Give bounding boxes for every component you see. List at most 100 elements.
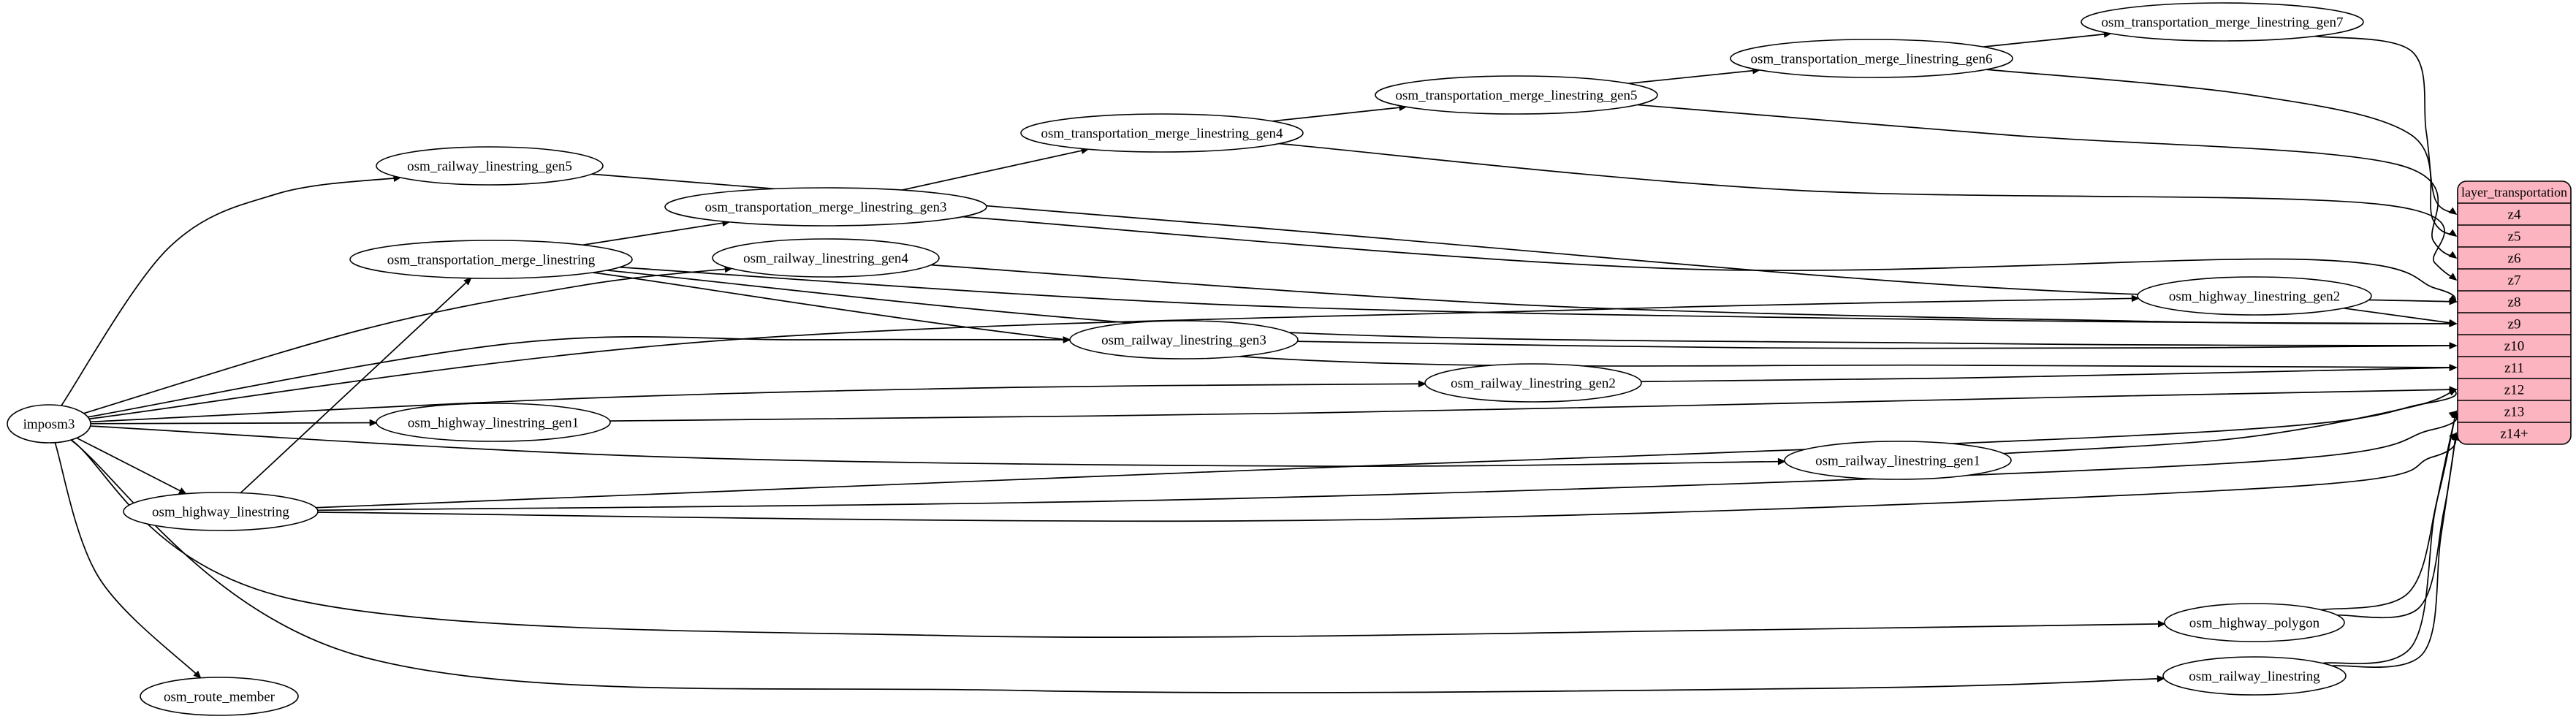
table-row-z14+: z14+: [2500, 427, 2528, 442]
node-shape-osm_railway_linestring_gen3: [1069, 320, 1299, 360]
graph-node-osm_railway_linestring_gen4: osm_railway_linestring_gen4: [712, 238, 940, 278]
edge-osm_transportation_merge_linestring_gen4-to-layer_transportation-z7: [1279, 142, 2458, 281]
graph-node-imposm3: imposm3: [7, 404, 91, 444]
node-shape-osm_transportation_merge_linestring_gen6: [1730, 39, 2013, 78]
table-row-z7: z7: [2508, 273, 2521, 289]
edge-imposm3-to-osm_railway_linestring_gen1: [90, 425, 1786, 467]
graph-node-osm_highway_linestring: osm_highway_linestring: [123, 492, 319, 531]
node-shape-osm_railway_linestring_gen4: [712, 238, 940, 278]
edge-osm_transportation_merge_linestring_gen6-to-osm_transportation_merge_linestring_gen7: [1983, 31, 2112, 47]
edge-osm_highway_linestring-to-layer_transportation-z13: [317, 410, 2458, 511]
edge-imposm3-to-osm_highway_polygon: [70, 439, 2166, 638]
table-row-z12: z12: [2504, 383, 2524, 398]
edge-osm_transportation_merge_linestring_gen3-to-osm_transportation_merge_linestring_gen4: [902, 147, 1090, 191]
edge-imposm3-to-osm_railway_linestring: [70, 439, 2165, 693]
edge-osm_highway_linestring_gen1-to-layer_transportation-z12: [609, 386, 2458, 422]
node-shape-osm_railway_linestring_gen1: [1784, 441, 2012, 480]
table-row-z13: z13: [2504, 405, 2524, 420]
table-row-z6: z6: [2508, 251, 2521, 267]
graph-node-osm_transportation_merge_linestring: osm_transportation_merge_linestring: [349, 240, 633, 279]
node-shape-osm_highway_polygon: [2164, 603, 2345, 642]
node-label-osm_railway_linestring_gen5: osm_railway_linestring_gen5: [407, 159, 572, 175]
node-shape-osm_highway_linestring_gen1: [376, 403, 611, 442]
graph-node-osm_highway_linestring_gen1: osm_highway_linestring_gen1: [376, 403, 611, 442]
node-label-osm_railway_linestring: osm_railway_linestring: [2189, 669, 2320, 685]
node-shape-osm_transportation_merge_linestring_gen5: [1375, 75, 1658, 115]
edge-osm_highway_polygon-to-layer_transportation-z14+: [2337, 432, 2459, 619]
graph-node-osm_railway_linestring_gen3: osm_railway_linestring_gen3: [1069, 320, 1299, 360]
node-label-osm_transportation_merge_linestring_gen6: osm_transportation_merge_linestring_gen6: [1750, 52, 1992, 67]
edge-osm_railway_linestring_gen1-to-layer_transportation-z12: [2003, 388, 2458, 454]
graph-node-osm_transportation_merge_linestring_gen5: osm_transportation_merge_linestring_gen5: [1375, 75, 1658, 115]
edge-osm_railway_linestring_gen2-to-layer_transportation-z11: [1641, 364, 2458, 383]
edge-osm_railway_linestring_gen3-to-layer_transportation-z10: [1297, 341, 2458, 349]
edge-osm_railway_linestring_gen4-to-layer_transportation-z9: [930, 264, 2458, 327]
graph-node-osm_railway_linestring_gen2: osm_railway_linestring_gen2: [1424, 363, 1642, 403]
node-label-osm_highway_linestring_gen1: osm_highway_linestring_gen1: [408, 416, 579, 431]
edge-osm_transportation_merge_linestring_gen5-to-osm_transportation_merge_linestring_gen6: [1628, 66, 1761, 85]
edge-osm_highway_linestring_gen2-to-layer_transportation-z9: [2343, 307, 2458, 327]
node-label-osm_route_member: osm_route_member: [164, 690, 276, 705]
edge-imposm3-to-osm_railway_linestring_gen3: [88, 336, 1071, 418]
edge-osm_highway_polygon-to-layer_transportation-z13: [2321, 410, 2458, 611]
graph-node-osm_transportation_merge_linestring_gen7: osm_transportation_merge_linestring_gen7: [2081, 2, 2364, 42]
edge-osm_railway_linestring-to-layer_transportation-z13: [2322, 410, 2458, 664]
table-row-z11: z11: [2504, 361, 2524, 376]
edge-imposm3-to-osm_highway_linestring_gen2: [88, 294, 2140, 420]
graph-node-osm_transportation_merge_linestring_gen4: osm_transportation_merge_linestring_gen4: [1020, 113, 1304, 153]
node-label-osm_transportation_merge_linestring_gen4: osm_transportation_merge_linestring_gen4: [1041, 126, 1283, 142]
node-shape-osm_transportation_merge_linestring_gen4: [1020, 113, 1304, 153]
node-shape-osm_transportation_merge_linestring_gen7: [2081, 2, 2364, 42]
node-shape-osm_transportation_merge_linestring_gen3: [664, 187, 987, 227]
edge-osm_transportation_merge_linestring_gen3-to-layer_transportation-z8: [962, 216, 2458, 303]
edge-imposm3-to-osm_railway_linestring_gen4: [83, 265, 733, 414]
graph-node-osm_transportation_merge_linestring_gen3: osm_transportation_merge_linestring_gen3: [664, 187, 987, 227]
table-title: layer_transportation: [2461, 185, 2567, 199]
node-label-osm_highway_linestring: osm_highway_linestring: [152, 505, 289, 520]
edge-imposm3-to-osm_route_member: [54, 442, 202, 679]
node-shape-osm_highway_linestring: [123, 492, 319, 531]
graph-node-osm_highway_linestring_gen2: osm_highway_linestring_gen2: [2137, 276, 2372, 316]
edge-osm_highway_linestring-to-layer_transportation-z12: [316, 389, 2458, 509]
layer-transportation-table: layer_transportation z4 z5 z6 z7 z8 z9 z10 z11 z1…: [2457, 180, 2572, 445]
node-label-osm_railway_linestring_gen4: osm_railway_linestring_gen4: [743, 251, 908, 267]
node-label-osm_transportation_merge_linestring_gen3: osm_transportation_merge_linestring_gen3: [704, 200, 946, 216]
node-label-osm_transportation_merge_linestring_gen5: osm_transportation_merge_linestring_gen5: [1395, 88, 1637, 104]
edge-imposm3-to-osm_railway_linestring_gen2: [90, 380, 1426, 423]
table-row-z4: z4: [2508, 208, 2521, 223]
node-shape-osm_highway_linestring_gen2: [2137, 276, 2372, 316]
graph-node-osm_railway_linestring_gen5: osm_railway_linestring_gen5: [376, 146, 604, 186]
node-label-imposm3: imposm3: [23, 417, 75, 433]
node-shape-osm_transportation_merge_linestring: [349, 240, 633, 279]
node-shape-osm_railway_linestring_gen5: [376, 146, 604, 186]
edge-imposm3-to-osm_highway_linestring_gen1: [90, 419, 378, 427]
node-label-osm_highway_linestring_gen2: osm_highway_linestring_gen2: [2169, 289, 2340, 305]
graph-node-osm_railway_linestring_gen1: osm_railway_linestring_gen1: [1784, 441, 2012, 480]
node-shape-osm_railway_linestring: [2162, 656, 2347, 696]
edge-osm_highway_linestring-to-layer_transportation-z14+: [317, 432, 2458, 522]
edge-osm_transportation_merge_linestring_gen7-to-layer_transportation-z4: [2314, 35, 2458, 215]
edge-osm_transportation_merge_linestring_gen5-to-layer_transportation-z6: [1637, 104, 2458, 259]
node-label-osm_transportation_merge_linestring_gen7: osm_transportation_merge_linestring_gen7: [2101, 15, 2343, 31]
edge-imposm3-to-osm_railway_linestring_gen5: [61, 175, 402, 406]
graph-node-osm_railway_linestring: osm_railway_linestring: [2162, 656, 2347, 696]
node-label-osm_railway_linestring_gen1: osm_railway_linestring_gen1: [1815, 454, 1980, 469]
edge-osm_transportation_merge_linestring-to-osm_transportation_merge_linestring_gen3: [582, 219, 731, 246]
edge-osm_transportation_merge_linestring_gen4-to-osm_transportation_merge_linestring_gen5: [1272, 104, 1407, 122]
graph-node-osm_transportation_merge_linestring_gen6: osm_transportation_merge_linestring_gen6: [1730, 39, 2013, 78]
table-row-z10: z10: [2504, 339, 2524, 354]
node-label-osm_railway_linestring_gen3: osm_railway_linestring_gen3: [1101, 333, 1266, 349]
edge-osm_transportation_merge_linestring_gen6-to-layer_transportation-z5: [1986, 69, 2458, 237]
edge-osm_highway_linestring-to-osm_transportation_merge_linestring: [240, 277, 472, 494]
node-label-osm_transportation_merge_linestring: osm_transportation_merge_linestring: [387, 253, 596, 268]
table-row-z5: z5: [2508, 229, 2521, 245]
node-shape-osm_route_member: [140, 677, 299, 716]
node-label-osm_railway_linestring_gen2: osm_railway_linestring_gen2: [1451, 376, 1616, 392]
edge-osm_transportation_merge_linestring-to-layer_transportation-z10: [607, 270, 2458, 349]
table-row-z8: z8: [2508, 295, 2521, 311]
table-row-z9: z9: [2508, 317, 2521, 332]
graph-node-osm_highway_polygon: osm_highway_polygon: [2164, 603, 2345, 642]
graph-node-osm_route_member: osm_route_member: [140, 677, 299, 716]
